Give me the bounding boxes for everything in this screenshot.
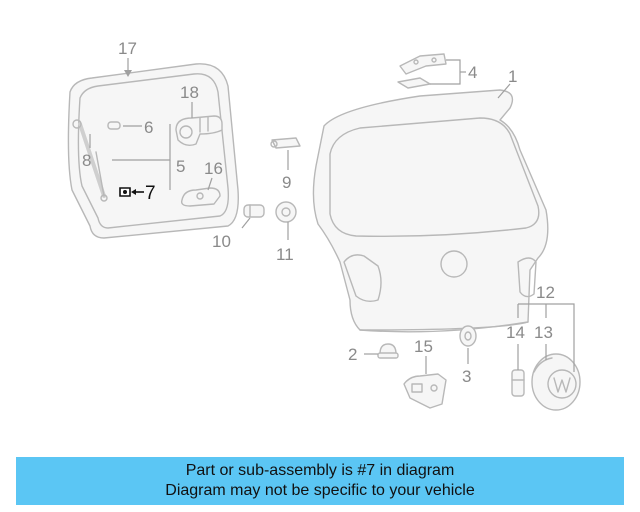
callout-7-highlighted: 7	[145, 183, 156, 204]
liftgate-part	[312, 89, 549, 333]
gas-strut-part	[72, 119, 108, 202]
inner-panel-part	[67, 63, 239, 239]
lock-actuator-part	[175, 115, 223, 147]
callout-18: 18	[180, 83, 199, 102]
callout-6: 6	[144, 118, 153, 137]
callout-3: 3	[462, 367, 471, 386]
grommet-small-part	[459, 325, 477, 347]
hinge-part	[397, 53, 447, 89]
callout-1: 1	[508, 67, 517, 86]
callout-5: 5	[176, 157, 185, 176]
callout-4: 4	[468, 63, 477, 82]
callout-8: 8	[82, 151, 91, 170]
switch-part	[511, 369, 525, 397]
clip-part-highlighted	[119, 187, 131, 197]
emblem-handle-part	[531, 353, 581, 411]
lock-bracket-part	[403, 373, 447, 409]
callout-12: 12	[536, 283, 555, 302]
latch-part	[180, 187, 221, 207]
pin-part	[107, 121, 121, 130]
parts-diagram: 1 2 3 4 5 6 7 8 9 10 11 12 13 14 15 16 1…	[67, 39, 581, 411]
info-banner: Part or sub-assembly is #7 in diagram Di…	[16, 457, 624, 505]
grommet-part	[275, 201, 297, 223]
callout-14: 14	[506, 323, 525, 342]
callout-16: 16	[204, 159, 223, 178]
hinge-pin-part	[270, 137, 301, 149]
callout-10: 10	[212, 232, 231, 251]
callout-11: 11	[276, 245, 294, 264]
bumper-part	[243, 204, 265, 218]
buffer-part	[377, 343, 399, 359]
callout-15: 15	[414, 337, 433, 356]
callout-9: 9	[282, 173, 291, 192]
callout-13: 13	[534, 323, 553, 342]
banner-line-disclaimer: Diagram may not be specific to your vehi…	[165, 482, 475, 499]
callout-2: 2	[348, 345, 357, 364]
banner-line-part-number: Part or sub-assembly is #7 in diagram	[185, 462, 455, 479]
callout-17: 17	[118, 39, 137, 58]
